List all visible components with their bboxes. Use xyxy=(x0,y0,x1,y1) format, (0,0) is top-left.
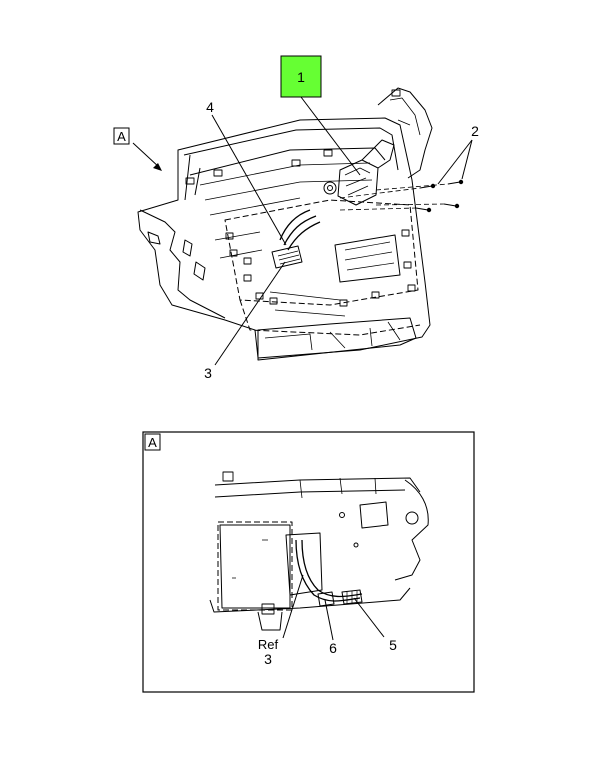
detail-right-hole xyxy=(405,511,419,525)
leader-2b xyxy=(461,139,473,180)
detail-channel xyxy=(285,532,323,596)
frame-top-edge xyxy=(183,127,399,171)
frame-tabs xyxy=(185,149,416,307)
detail-callout-5-label: 5 xyxy=(389,637,397,653)
leader-4 xyxy=(211,114,287,246)
screw-upper-left xyxy=(419,185,433,189)
detail-view-label: A xyxy=(148,435,157,450)
detail-view-drawing xyxy=(209,471,429,641)
leader-2a xyxy=(437,139,473,185)
detail-lower-edge xyxy=(209,587,411,631)
inner-opening-lower xyxy=(239,299,421,336)
detail-dashed-panel xyxy=(217,521,293,611)
bottom-duct-detail xyxy=(264,321,401,351)
callout-3-label: 3 xyxy=(204,365,212,381)
detail-callout-ref-number: 3 xyxy=(264,651,272,667)
dash-frame-outline xyxy=(137,117,431,359)
callout-1-box xyxy=(280,55,322,98)
detail-top-clip xyxy=(222,471,234,482)
harness-connector xyxy=(271,245,303,269)
left-bracket-slot xyxy=(147,231,161,245)
detail-top-ribs xyxy=(299,477,377,499)
leader-3 xyxy=(214,261,286,366)
callout-2-label: 2 xyxy=(471,123,479,139)
detail-right-flange xyxy=(394,479,429,581)
control-knob-inner xyxy=(327,185,333,191)
detail-leader-5 xyxy=(353,597,385,638)
detail-mount-hole xyxy=(339,512,345,518)
frame-left-rib xyxy=(184,154,201,201)
detail-callout-ref-word: Ref xyxy=(258,637,279,652)
detail-box-panel xyxy=(219,524,291,609)
left-bracket-tab xyxy=(182,239,206,281)
fastener-center-lines xyxy=(339,183,449,211)
screw-lower-left xyxy=(415,207,429,211)
control-component xyxy=(337,159,379,206)
left-bracket xyxy=(139,209,226,319)
control-component-detail xyxy=(344,167,371,196)
detail-connector-5-pins xyxy=(346,591,358,604)
view-a-arrowhead xyxy=(153,163,162,171)
frame-inner-top xyxy=(189,147,386,176)
box-opening-shade xyxy=(344,241,395,271)
detail-callout-6-label: 6 xyxy=(329,640,337,656)
detail-box-marks xyxy=(232,539,268,579)
detail-connector-5 xyxy=(341,589,363,605)
detail-top-panel xyxy=(214,477,421,498)
view-a-ref-box xyxy=(113,127,130,145)
right-bracket xyxy=(377,87,433,179)
detail-lower-clip xyxy=(261,603,275,615)
main-assembly-view xyxy=(132,87,473,366)
detail-view-frame xyxy=(142,431,475,693)
detail-leader-ref3 xyxy=(282,574,304,639)
screws xyxy=(415,179,464,213)
screw-lower-right xyxy=(443,203,457,207)
bottom-duct xyxy=(257,317,417,361)
view-a-arrow-line xyxy=(132,142,161,169)
detail-view-label-box xyxy=(144,433,161,451)
screw-upper-right xyxy=(447,181,461,185)
right-bracket-tab xyxy=(391,89,401,97)
control-bracket xyxy=(361,139,395,169)
view-a-ref-label: A xyxy=(117,129,126,144)
control-knob xyxy=(323,181,337,195)
detail-leader-6 xyxy=(324,599,334,641)
harness-connector-ribs xyxy=(277,250,301,265)
callout-4-label: 4 xyxy=(206,99,214,115)
right-bracket-inner xyxy=(389,97,421,136)
callout-1-label: 1 xyxy=(297,69,305,85)
leader-1 xyxy=(300,96,361,176)
detail-connector-6 xyxy=(317,591,335,607)
detail-right-bracket xyxy=(359,501,389,529)
box-opening xyxy=(334,234,401,283)
detail-mount-hole-2 xyxy=(353,542,359,548)
